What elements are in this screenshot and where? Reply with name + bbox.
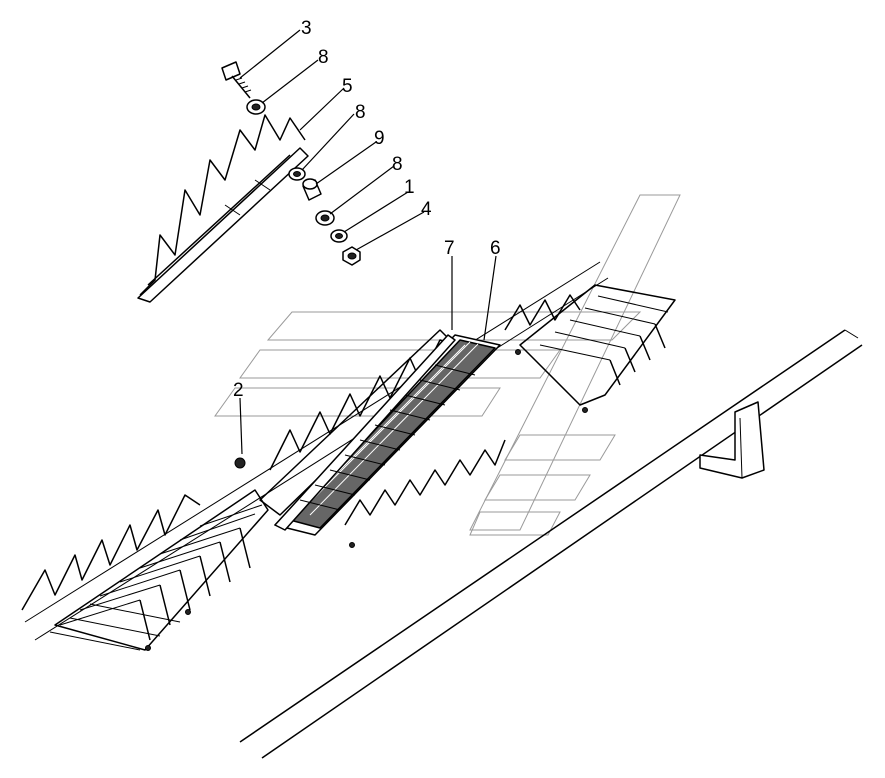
callout-4: 4 — [421, 199, 432, 220]
sieve-section-right — [504, 284, 676, 413]
callout-8-upper: 8 — [318, 47, 329, 68]
frame-cross-bars — [299, 364, 476, 511]
bolt — [221, 61, 252, 99]
callout-5: 5 — [342, 76, 353, 97]
callout-8-lower: 8 — [392, 154, 403, 175]
frame-rail — [239, 329, 863, 759]
callout-1: 1 — [404, 177, 415, 198]
washer-lower — [315, 210, 335, 226]
callout-6: 6 — [490, 238, 501, 259]
lock-washer — [330, 229, 348, 243]
washer-upper — [246, 99, 266, 115]
callout-labels: 3 8 5 8 9 8 1 4 7 6 2 — [233, 18, 501, 401]
callout-2: 2 — [233, 380, 244, 401]
callout-7: 7 — [444, 238, 455, 259]
callout-9: 9 — [374, 128, 385, 149]
spacer-sleeve — [302, 178, 322, 201]
comb-strip — [137, 114, 309, 303]
sieve-section-left — [21, 489, 269, 651]
nut — [342, 246, 361, 266]
washer-middle — [288, 167, 306, 181]
mesh-screen — [274, 334, 501, 536]
callout-3: 3 — [301, 18, 312, 39]
callout-8-middle: 8 — [355, 102, 366, 123]
leader-lines — [239, 29, 497, 455]
ladder-slats — [49, 504, 263, 651]
sieve-rails — [24, 261, 609, 641]
